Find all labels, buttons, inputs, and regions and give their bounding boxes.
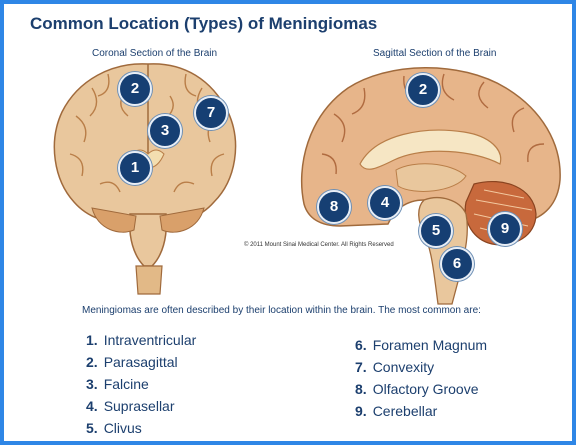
list-item-label: Falcine — [104, 376, 149, 392]
list-item: 6. Foramen Magnum — [355, 334, 487, 356]
types-list-right: 6. Foramen Magnum 7. Convexity 8. Olfactory… — [355, 334, 487, 422]
intro-text: Meningiomas are often described by their… — [82, 305, 481, 316]
list-item-number: 3. — [86, 376, 98, 392]
list-item-number: 4. — [86, 398, 98, 414]
sagittal-marker-foramen-magnum: 6 — [440, 247, 474, 281]
list-item-label: Parasagittal — [104, 354, 178, 370]
copyright-notice: © 2011 Mount Sinai Medical Center. All R… — [244, 242, 394, 248]
list-item: 4. Suprasellar — [86, 395, 196, 417]
list-item: 3. Falcine — [86, 373, 196, 395]
list-item-number: 1. — [86, 332, 98, 348]
types-list-left: 1. Intraventricular 2. Parasagittal 3. Falc… — [86, 329, 196, 439]
list-item-label: Suprasellar — [104, 398, 175, 414]
coronal-spinal-cord — [136, 266, 162, 294]
list-item-number: 9. — [355, 403, 367, 419]
sagittal-marker-clivus: 5 — [419, 214, 453, 248]
list-item-label: Clivus — [104, 420, 142, 436]
coronal-marker-parasagittal: 2 — [118, 72, 152, 106]
coronal-marker-convexity: 7 — [194, 96, 228, 130]
sagittal-marker-cerebellar: 9 — [488, 212, 522, 246]
coronal-marker-falcine: 3 — [148, 114, 182, 148]
sagittal-marker-olfactory-groove: 8 — [317, 190, 351, 224]
list-item: 8. Olfactory Groove — [355, 378, 487, 400]
list-item-label: Foramen Magnum — [373, 337, 487, 353]
list-item: 7. Convexity — [355, 356, 487, 378]
sagittal-marker-suprasellar: 4 — [368, 186, 402, 220]
list-item-number: 2. — [86, 354, 98, 370]
list-item: 5. Clivus — [86, 417, 196, 439]
list-item: 9. Cerebellar — [355, 400, 487, 422]
coronal-marker-intraventricular: 1 — [118, 151, 152, 185]
list-item-label: Convexity — [373, 359, 434, 375]
list-item-number: 6. — [355, 337, 367, 353]
list-item-number: 5. — [86, 420, 98, 436]
list-item-label: Intraventricular — [104, 332, 197, 348]
list-item-number: 8. — [355, 381, 367, 397]
list-item-number: 7. — [355, 359, 367, 375]
list-item-label: Cerebellar — [373, 403, 438, 419]
sagittal-marker-parasagittal: 2 — [406, 73, 440, 107]
list-item: 1. Intraventricular — [86, 329, 196, 351]
list-item: 2. Parasagittal — [86, 351, 196, 373]
list-item-label: Olfactory Groove — [373, 381, 479, 397]
